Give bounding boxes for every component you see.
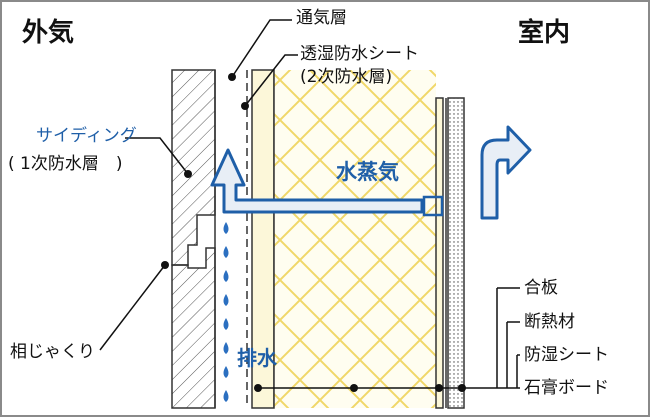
drainage-label: 排水: [237, 346, 277, 370]
breathable-sheet-label: 透湿防水シート: [300, 44, 419, 64]
plywood-label: 合板: [524, 278, 558, 298]
vapor-barrier-label: 防湿シート: [524, 345, 609, 365]
siding-lower: [171, 247, 216, 409]
inside-label: 室内: [518, 18, 571, 48]
vapor-gap-icon: [422, 195, 444, 217]
gypsum-board: [447, 97, 465, 409]
curved-arrow-icon: [480, 125, 532, 220]
vapor-label: 水蒸気: [336, 160, 399, 184]
plywood: [435, 97, 444, 409]
outside-label: 外気: [22, 18, 75, 48]
breathable-sheet-note: (2次防水層): [300, 67, 393, 87]
air-layer-label: 通気層: [296, 8, 347, 28]
siding-label: サイディング: [36, 126, 137, 146]
water-drop-icon: [223, 222, 229, 402]
insulation-label: 断熱材: [524, 312, 575, 332]
arrow-up-turn-icon: [210, 148, 424, 214]
gypsum-board-label: 石膏ボード: [524, 378, 609, 398]
siding-note: ( 1次防水層 ): [8, 154, 123, 174]
shiplap-label: 相じゃくり: [10, 342, 95, 362]
